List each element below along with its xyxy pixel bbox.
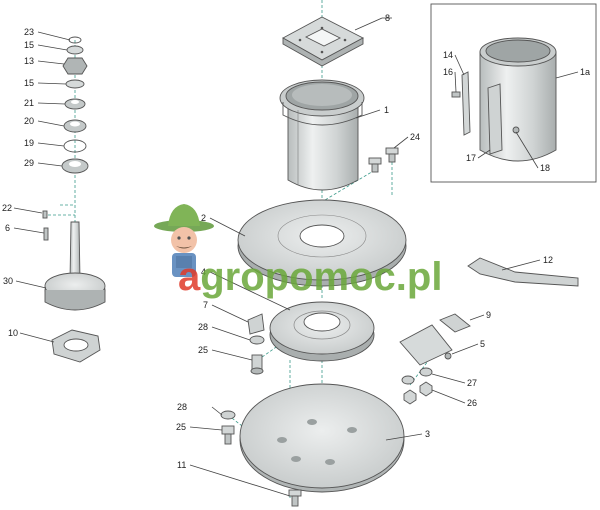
label-28-lower: 28 [177, 402, 187, 412]
label-17: 17 [466, 153, 476, 163]
label-1: 1 [384, 105, 389, 115]
inset-strip-part-14 [461, 71, 471, 136]
large-disc-part-2 [237, 199, 407, 287]
washer-part-28-upper [249, 335, 265, 345]
pin-part-22 [42, 210, 48, 219]
label-26: 26 [467, 398, 477, 408]
hub-part-4 [269, 301, 375, 362]
label-24: 24 [410, 132, 420, 142]
pin-part-25-upper [250, 354, 264, 375]
bearing-part-20 [63, 119, 87, 133]
label-12: 12 [543, 255, 553, 265]
label-15-top: 15 [24, 40, 34, 50]
cover-plate-part-8 [282, 16, 364, 67]
label-16: 16 [443, 67, 453, 77]
label-29: 29 [24, 158, 34, 168]
inset-nut-part-18 [512, 126, 520, 134]
label-20: 20 [24, 116, 34, 126]
label-25-lower: 25 [176, 422, 186, 432]
label-18: 18 [540, 163, 550, 173]
label-23: 23 [24, 27, 34, 37]
bracket-part-7 [247, 313, 265, 335]
label-11: 11 [177, 460, 186, 470]
label-8: 8 [385, 13, 390, 23]
label-7: 7 [203, 300, 208, 310]
blade-holder-part-9 [439, 313, 471, 333]
inset-bolt-part-16 [451, 91, 461, 98]
flange-plate-part-10 [51, 329, 101, 363]
watermark-rest: gropomoc.pl [200, 255, 442, 299]
pin-part-25-lower [221, 425, 235, 445]
label-19: 19 [24, 138, 34, 148]
label-2: 2 [201, 213, 206, 223]
label-22: 22 [2, 203, 12, 213]
label-6: 6 [5, 223, 10, 233]
label-9: 9 [486, 310, 491, 320]
label-5: 5 [480, 339, 485, 349]
label-25-upper: 25 [198, 345, 208, 355]
washer-part-15-mid [65, 79, 85, 89]
part-labels: 23 15 13 15 21 20 19 29 22 6 30 10 8 1 2… [2, 13, 590, 470]
label-3: 3 [425, 429, 430, 439]
label-13: 13 [24, 56, 34, 66]
seal-part-29 [61, 158, 89, 174]
label-10: 10 [8, 328, 18, 338]
label-30: 30 [3, 276, 13, 286]
label-28-upper: 28 [198, 322, 208, 332]
watermark-accent: a [178, 255, 201, 299]
housing-cylinder-part-1 [279, 79, 365, 191]
washer-part-28-lower [220, 410, 236, 420]
lever-part-12 [467, 257, 579, 287]
shaft-assembly-part-30 [44, 221, 106, 311]
inset-plate-part-17 [487, 83, 503, 155]
label-4: 4 [201, 267, 206, 277]
label-1a: 1a [580, 67, 590, 77]
farmer-mascot-logo [154, 204, 214, 277]
label-15-mid: 15 [24, 78, 34, 88]
blade-part-5 [399, 324, 453, 366]
bottom-disc-part-3 [239, 383, 405, 493]
nut-part-27 [401, 367, 433, 385]
bolt-part-11 [288, 489, 302, 507]
washer-part-15-top [66, 45, 84, 55]
bolts-part-24 [368, 147, 399, 173]
watermark-text: agropomoc.pl [178, 255, 442, 299]
bevel-gear-part-13 [62, 57, 88, 75]
pin-part-6 [43, 227, 49, 241]
label-21: 21 [24, 98, 34, 108]
label-27: 27 [467, 378, 477, 388]
nut-part-26 [403, 381, 433, 405]
label-14: 14 [443, 50, 453, 60]
leader-lines [13, 17, 579, 497]
bearing-part-21 [64, 98, 86, 110]
